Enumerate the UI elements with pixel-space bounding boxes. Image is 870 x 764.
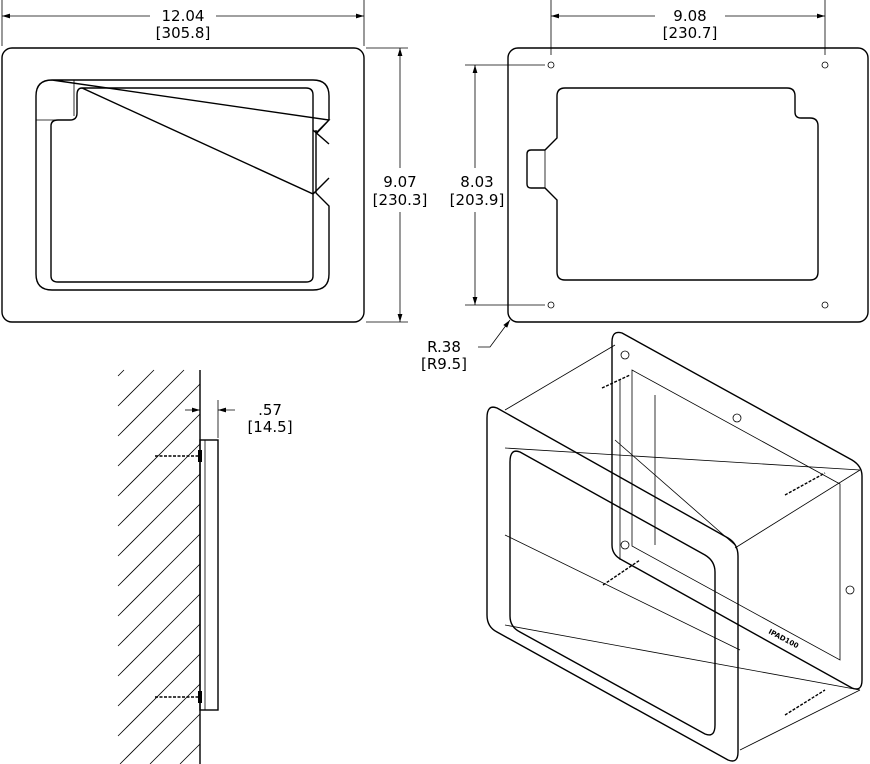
- front-view: 12.04 [305.8] 9.07 [230.3]: [1, 0, 428, 323]
- height-dim-metric: [230.3]: [373, 191, 428, 209]
- width-dim-imperial: 12.04: [162, 7, 205, 25]
- hatch-line: [117, 369, 155, 407]
- hatch-line: [119, 683, 201, 764]
- hatch-line: [117, 473, 201, 557]
- hole-spacing-h-imperial: 9.08: [673, 7, 706, 25]
- bezel-opening-iso: [509, 450, 716, 736]
- camera-pocket: [36, 80, 75, 121]
- bezel-outline: [1, 47, 365, 323]
- hatch-line: [117, 563, 201, 647]
- hole-spacing-v-imperial: 8.03: [460, 173, 493, 191]
- hatch-line: [149, 713, 201, 764]
- hatch-line: [179, 743, 201, 764]
- hatch-line: [117, 533, 201, 617]
- back-plate-iso: [611, 331, 863, 690]
- mount-profile: [199, 439, 219, 711]
- mount-hole: [547, 301, 555, 309]
- hatch-line: [117, 593, 201, 677]
- iso-screws: [601, 350, 855, 716]
- mount-hole: [821, 301, 829, 309]
- depth-dim-imperial: .57: [258, 401, 282, 419]
- height-dim-imperial: 9.07: [383, 173, 416, 191]
- hatch-line: [117, 369, 125, 377]
- depth-dim-metric: [14.5]: [247, 418, 292, 436]
- part-label: IPAD100: [767, 628, 800, 651]
- corner-radius-imperial: R.38: [427, 338, 461, 356]
- hole-spacing-h-metric: [230.7]: [663, 24, 718, 42]
- screen-cutout: [50, 87, 330, 283]
- back-plate-outline: [507, 47, 869, 323]
- back-plate-cutout-iso: [631, 369, 841, 661]
- hatch-line: [117, 443, 201, 527]
- mount-hole: [547, 61, 555, 69]
- hatch-line: [117, 383, 201, 467]
- screw: [155, 450, 202, 462]
- side-view: .57 [14.5]: [117, 369, 293, 764]
- hatch-line: [117, 503, 201, 587]
- back-plate-view: 9.08 [230.7] 8.03 [203.9] R.38 [R9.5]: [421, 0, 869, 373]
- hatch-line: [117, 369, 185, 437]
- bezel-iso: [486, 406, 739, 762]
- wall-hatching: [117, 369, 201, 764]
- corner-radius-metric: [R9.5]: [421, 355, 467, 373]
- mount-hole: [821, 61, 829, 69]
- hatch-line: [117, 413, 201, 497]
- hatch-line: [117, 623, 201, 707]
- back-plate-cutout: [526, 87, 819, 281]
- width-dim-metric: [305.8]: [156, 24, 211, 42]
- screw: [155, 691, 202, 703]
- bezel-opening: [35, 79, 331, 291]
- hole-spacing-v-metric: [203.9]: [450, 191, 505, 209]
- isometric-view: IPAD100: [486, 331, 863, 762]
- hatch-line: [117, 653, 201, 737]
